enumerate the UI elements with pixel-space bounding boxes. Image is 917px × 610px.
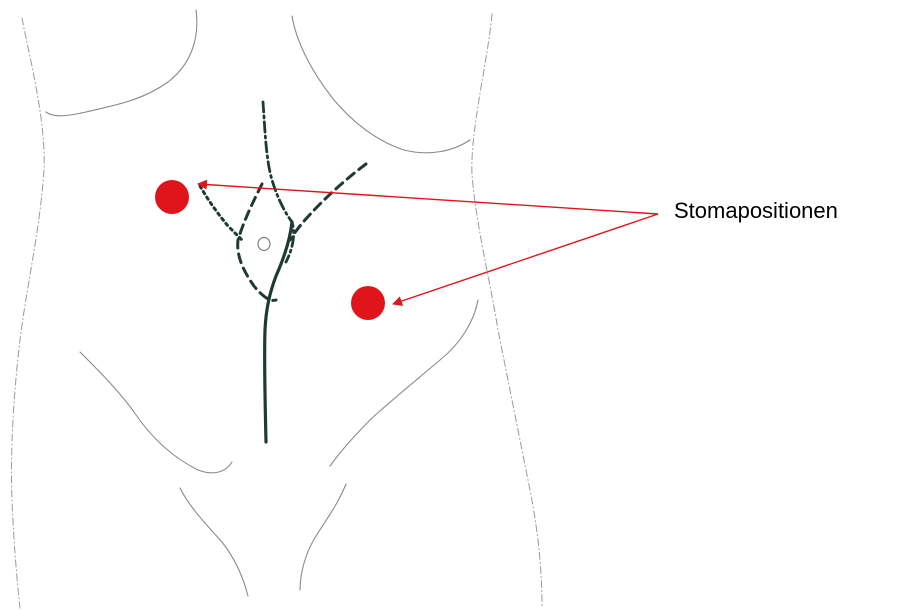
right-ribcage-outline (292, 16, 470, 153)
right-hip-outline (330, 300, 478, 466)
left-torso-outline (11, 18, 44, 608)
right-subcostal-incision-dashed (290, 164, 366, 240)
right-groin-outline (300, 484, 346, 590)
stoma-positions-label: Stomapositionen (674, 200, 838, 222)
left-ribcage-outline (46, 10, 197, 116)
arrow-to-upper-stoma (198, 184, 658, 214)
right-torso-outline (472, 14, 542, 608)
left-hip-outline (80, 352, 232, 473)
stoma-marker-lower-right (351, 286, 385, 320)
left-groin-outline (180, 488, 248, 596)
incision-lines (200, 102, 366, 442)
arrow-to-lower-stoma (393, 214, 658, 304)
navel (258, 238, 270, 251)
left-oblique-incision-dotted (200, 186, 242, 240)
stoma-marker-upper-left (155, 180, 189, 214)
body-outline (11, 10, 542, 608)
